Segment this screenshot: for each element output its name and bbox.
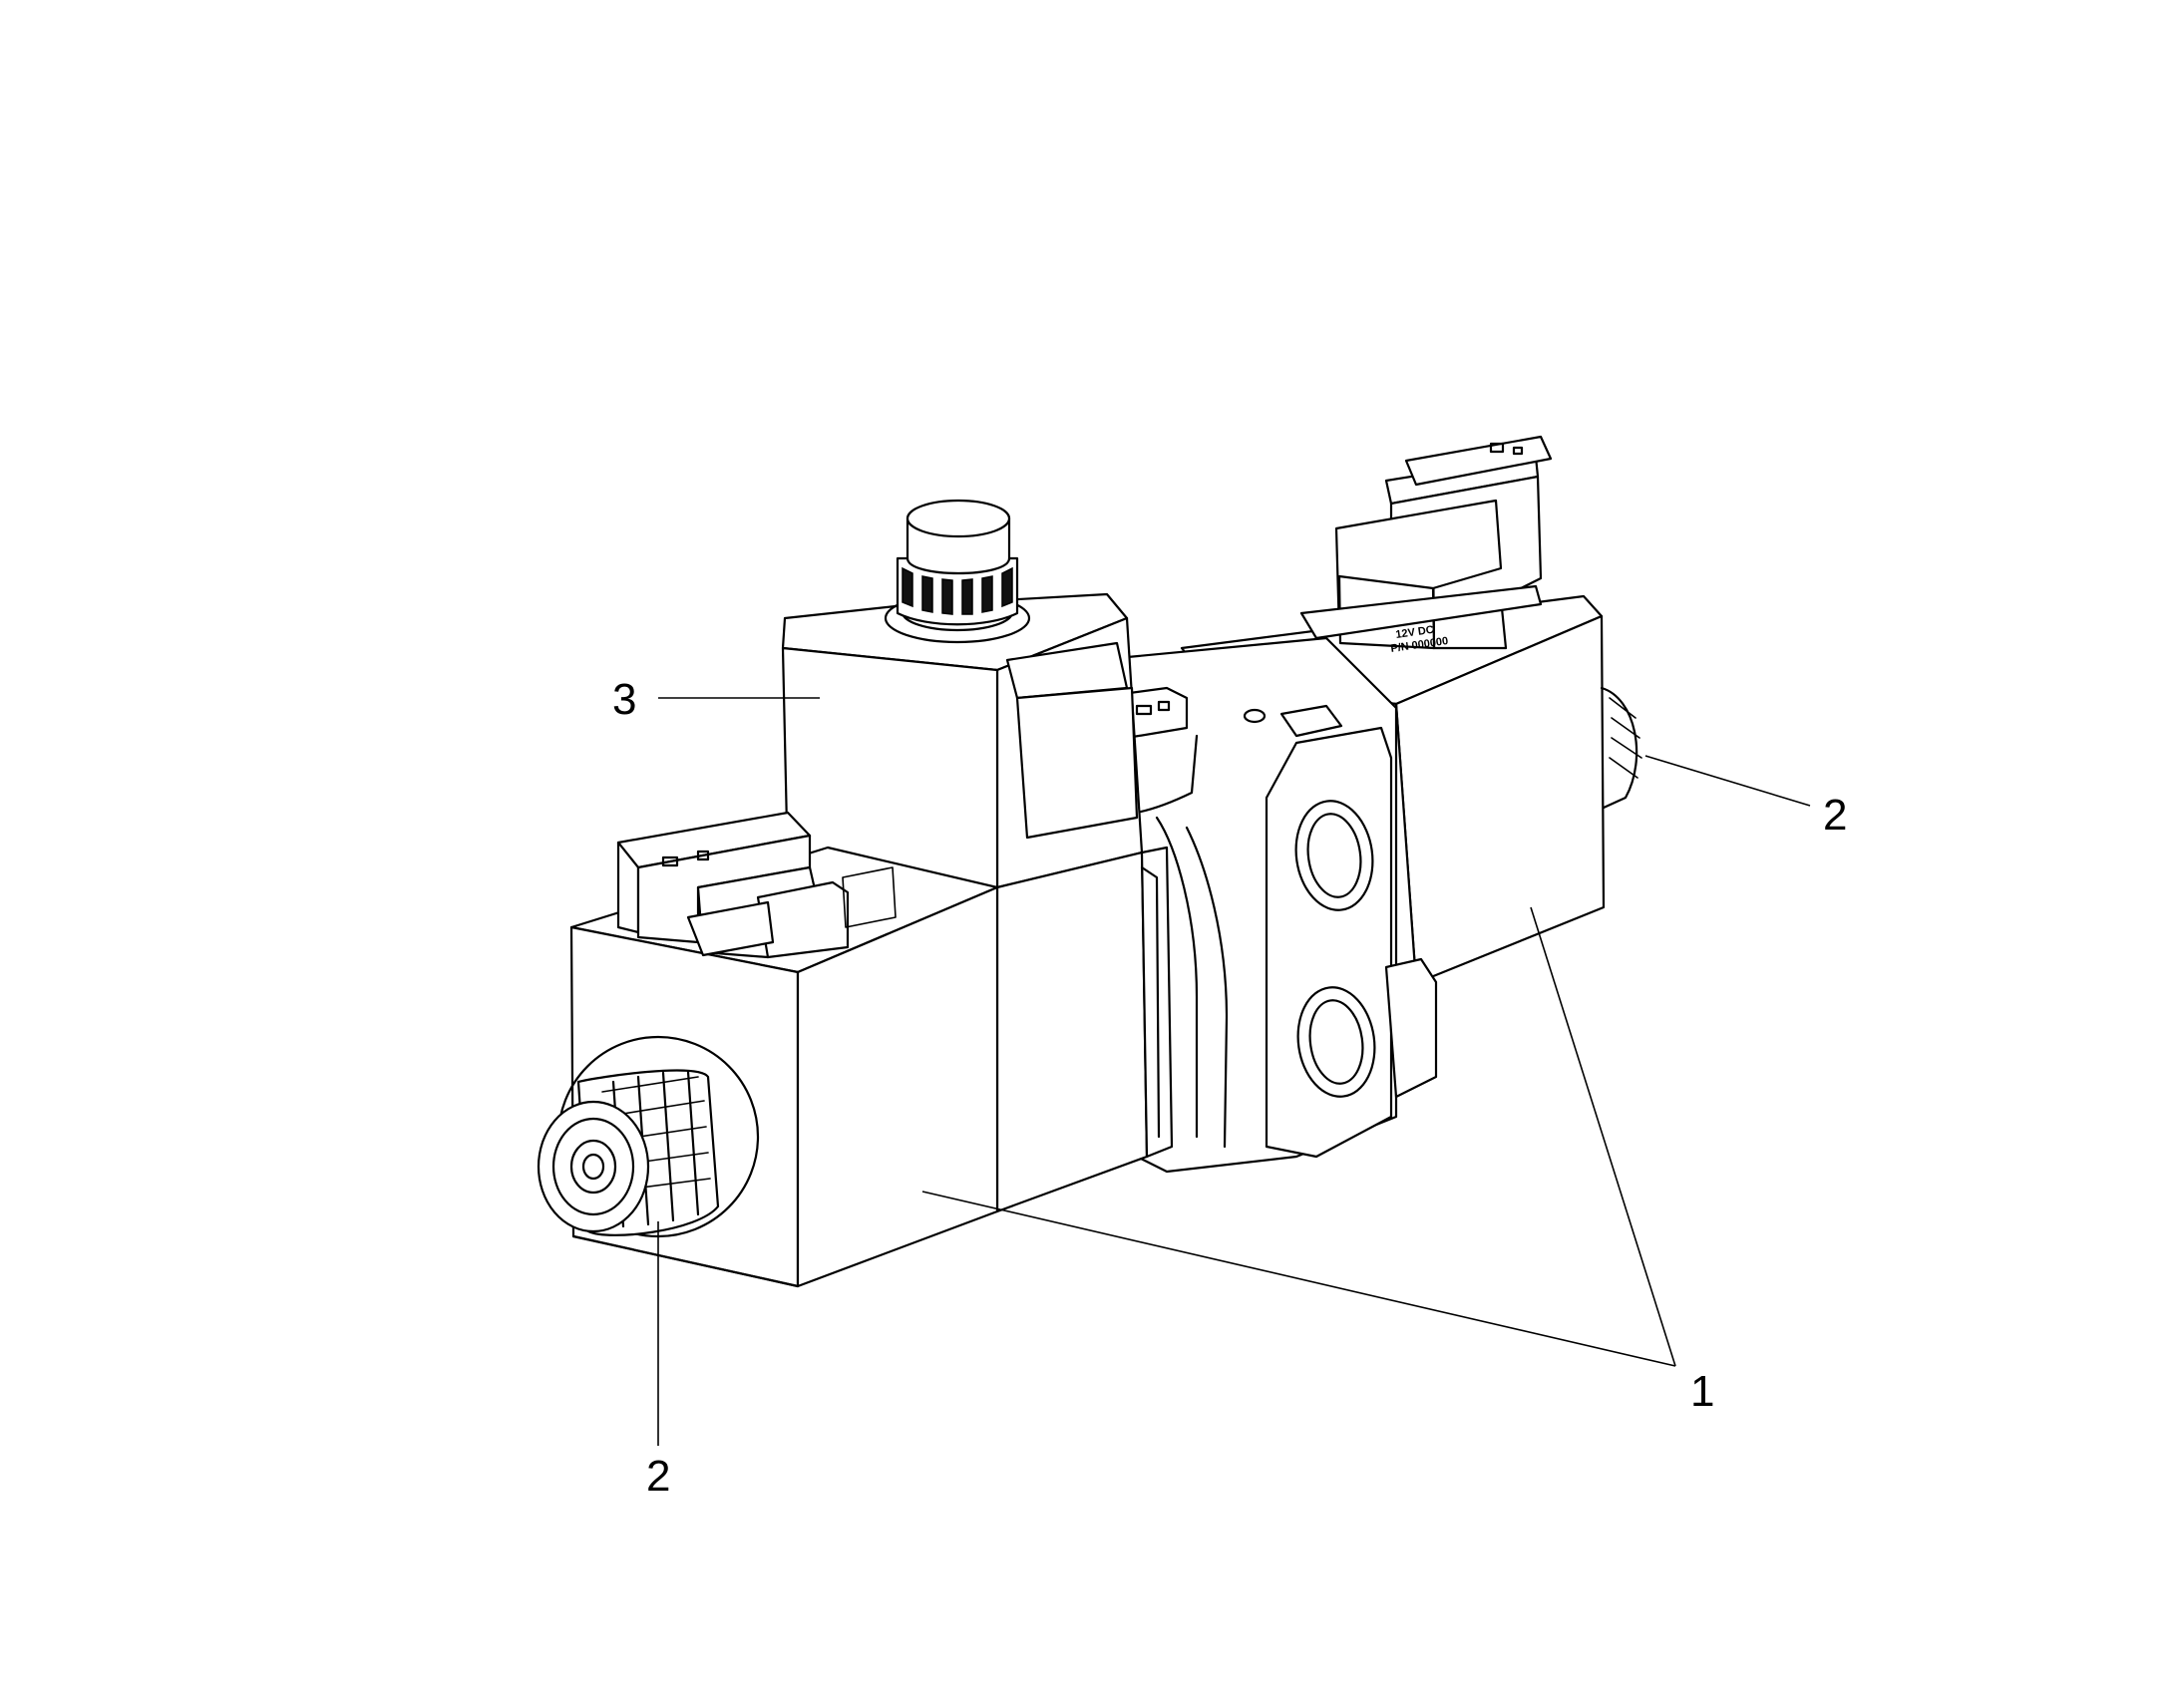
leader-1-a [921, 1191, 1676, 1367]
leader-2-right [1644, 755, 1811, 807]
callout-2-left: 2 [646, 1452, 670, 1501]
front-knurled-knob [537, 1035, 760, 1238]
front-coil-connector [616, 811, 897, 959]
leader-1-b [1530, 906, 1676, 1367]
callout-1: 1 [1690, 1367, 1714, 1416]
callout-3: 3 [612, 675, 636, 724]
leader-lines [657, 697, 1811, 1446]
callout-2-right: 2 [1823, 791, 1847, 840]
coil-voltage-text: 12V DC [1395, 624, 1435, 641]
top-knurled-knob [884, 499, 1031, 644]
bridge-block [995, 846, 1174, 1213]
middle-solenoid-coil [781, 592, 1144, 889]
valve-body [1115, 636, 1438, 1174]
right-coil-label: 12V DC P/N 000000 [1299, 584, 1543, 655]
right-coil-connector [1334, 435, 1553, 650]
